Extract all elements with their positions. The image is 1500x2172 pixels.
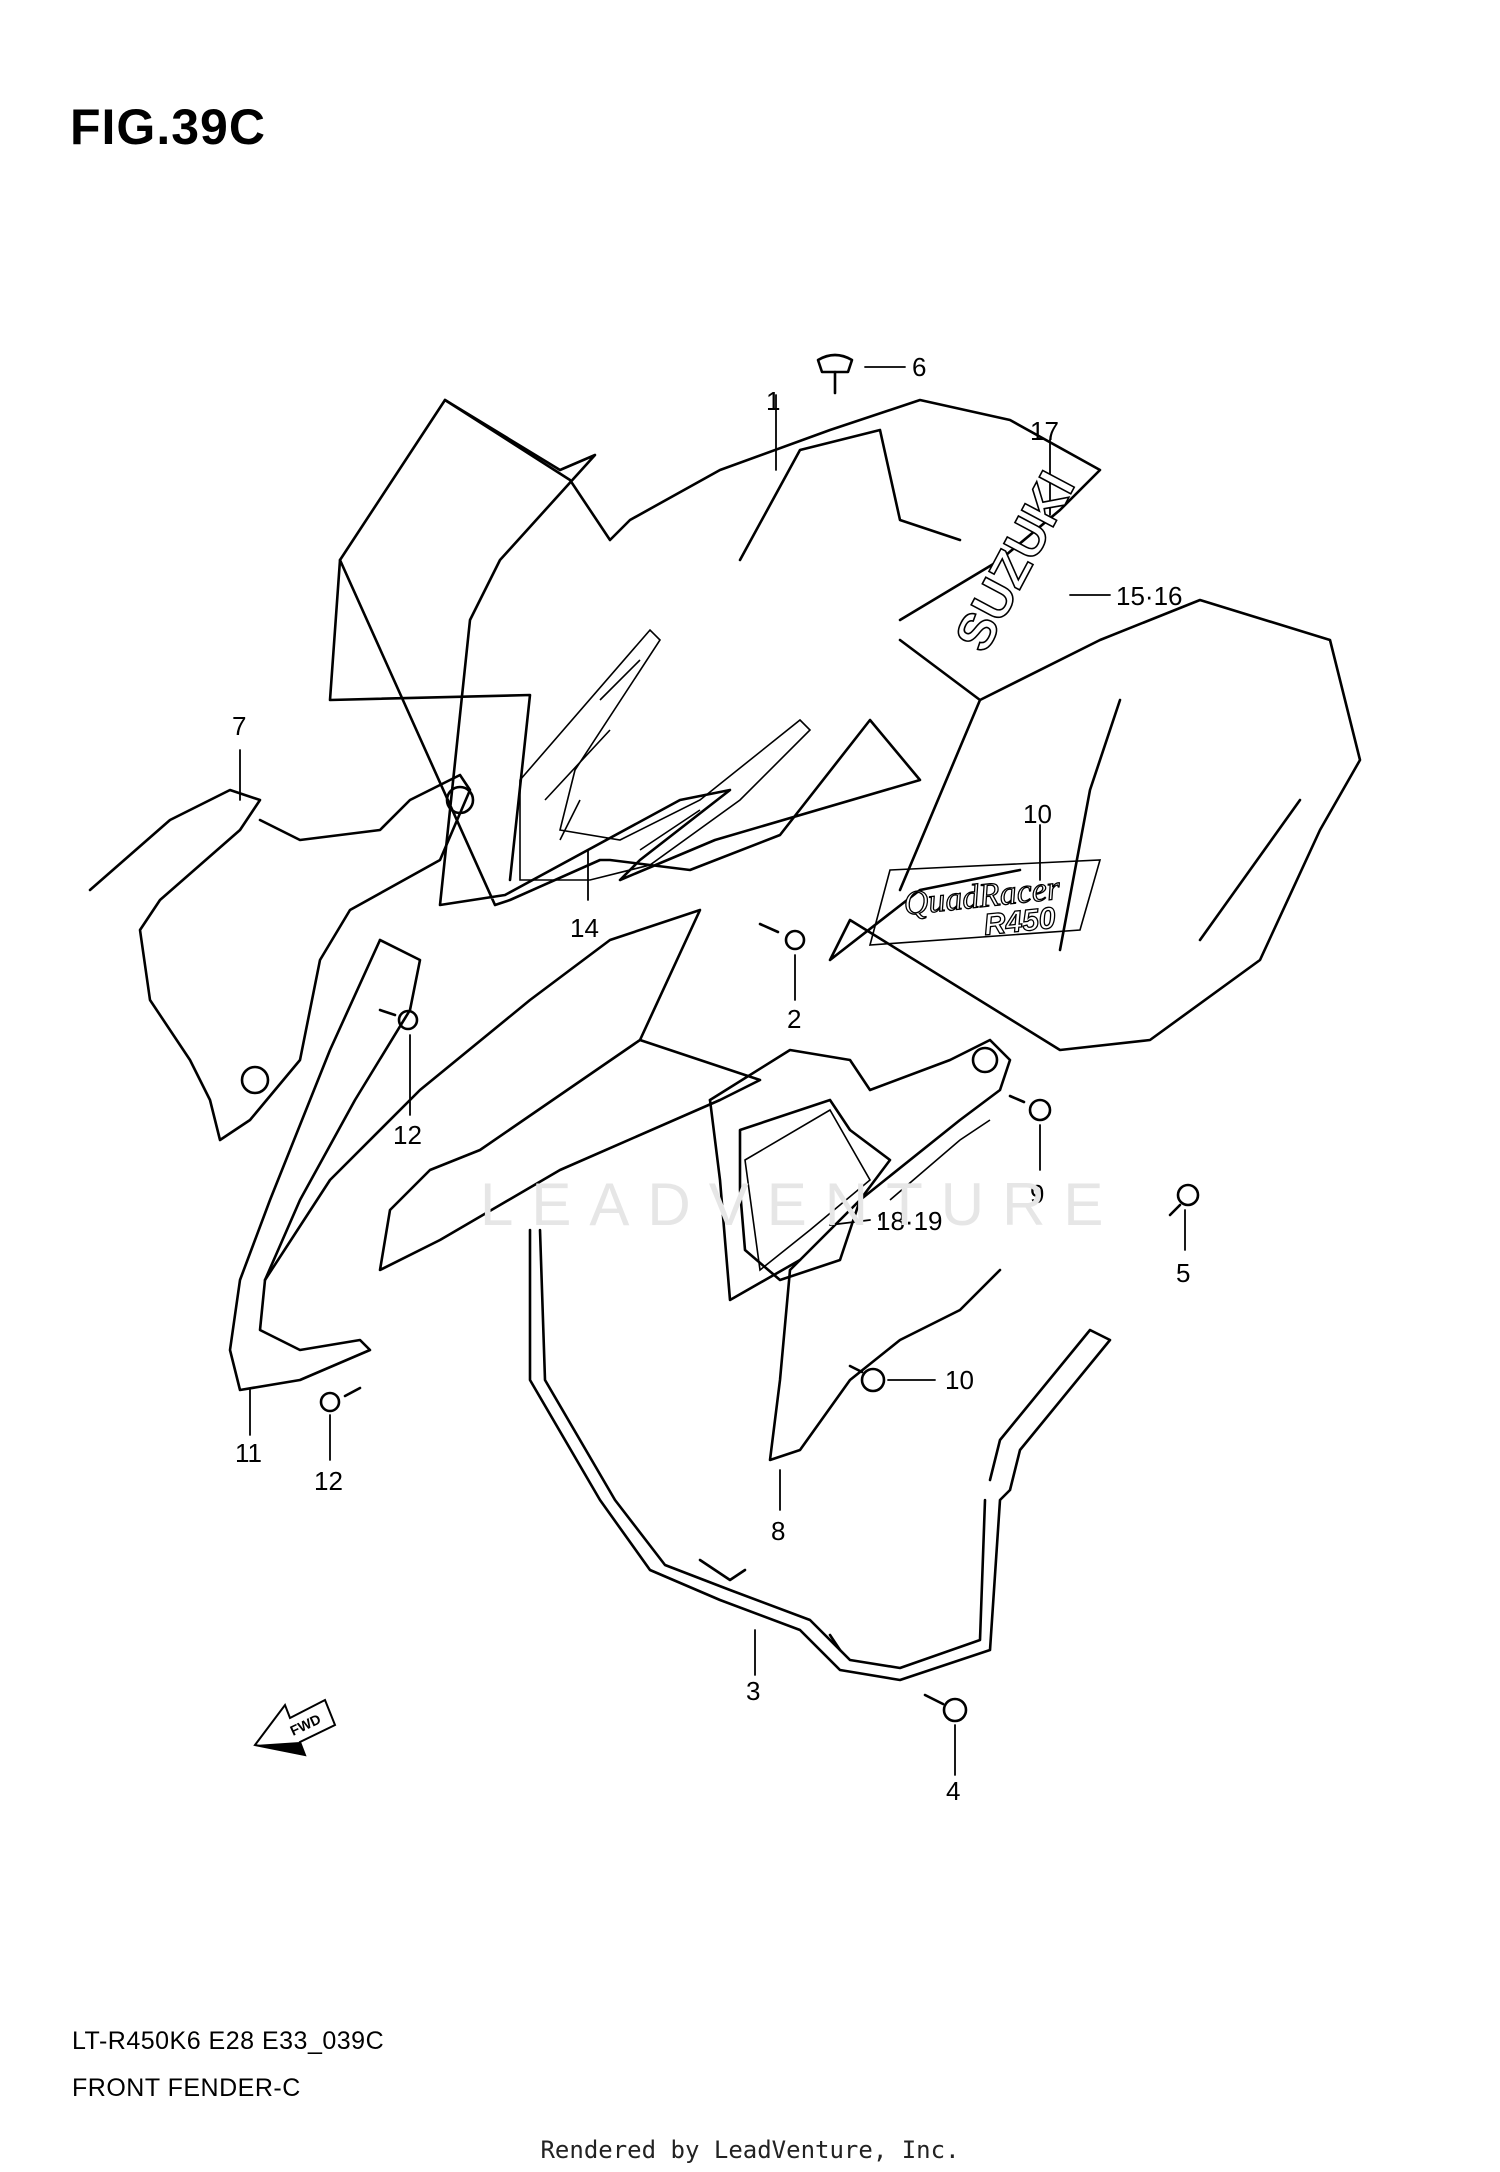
lower-support-stay (528, 1228, 1112, 1682)
flame-decal-14 (519, 628, 812, 881)
suzuki-decal-text: SUZUKI (944, 462, 1086, 660)
callout-17: 17 (1030, 416, 1059, 446)
fastener-6-grommet (816, 353, 854, 395)
fastener-10-screw (848, 1364, 886, 1393)
front-fender-main (328, 398, 1362, 1052)
callout-9: 9 (1030, 1179, 1044, 1209)
callout-3: 3 (746, 1676, 760, 1706)
credit-line: Rendered by LeadVenture, Inc. (540, 2136, 960, 2164)
callout-7: 7 (232, 711, 246, 741)
fastener-4-bolt (923, 1693, 968, 1723)
quadracer-decal-text: QuadRacer (902, 870, 1063, 923)
fastener-12-upper-screw (378, 1008, 419, 1031)
callout-12-lower: 12 (314, 1466, 343, 1496)
callout-5: 5 (1176, 1258, 1190, 1288)
leader-lines (239, 366, 1186, 1776)
right-inner-panel (708, 1038, 1012, 1462)
callout-2: 2 (787, 1004, 801, 1034)
callout-1: 1 (766, 386, 780, 416)
callout-14: 14 (570, 913, 599, 943)
fastener-5-screw (1168, 1183, 1200, 1217)
callouts: 6 1 17 15·16 7 10 14 2 12 9 18·19 5 10 1… (232, 352, 1190, 1806)
left-side-panel (228, 908, 762, 1392)
suzuki-decal: SUZUKI (944, 462, 1088, 662)
callout-11: 11 (235, 1438, 262, 1468)
callout-6: 6 (912, 352, 926, 382)
callout-13: 10 (1023, 799, 1052, 829)
callout-10: 10 (945, 1365, 974, 1395)
callout-18-19: 18·19 (876, 1206, 943, 1236)
r450-decal-text: R450 (982, 902, 1057, 942)
callout-12-upper: 12 (393, 1120, 422, 1150)
section-name: FRONT FENDER-C (72, 2074, 301, 2102)
flame-decal-18-19 (744, 1108, 991, 1272)
fastener-12-lower-screw (319, 1386, 362, 1413)
quadracer-decal: QuadRacer R450 (868, 859, 1102, 946)
fastener-2-clip (758, 922, 806, 951)
callout-8: 8 (771, 1516, 785, 1546)
model-code: LT-R450K6 E28 E33_039C (72, 2027, 385, 2055)
watermark: LEADVENTURE (480, 1171, 1122, 1238)
callout-15-16: 15·16 (1116, 581, 1183, 611)
fwd-arrow-icon: FWD (253, 1698, 337, 1757)
left-mount-bracket (88, 773, 475, 1142)
callout-4: 4 (946, 1776, 960, 1806)
figure-title: FIG.39C (70, 99, 266, 155)
fastener-9-clip (1008, 1094, 1052, 1122)
